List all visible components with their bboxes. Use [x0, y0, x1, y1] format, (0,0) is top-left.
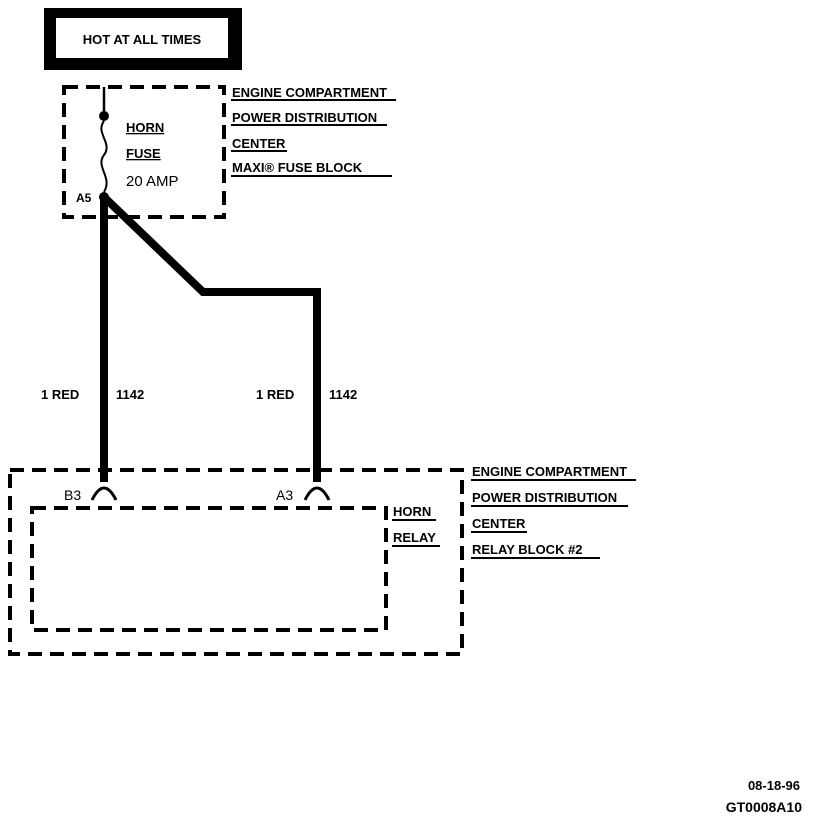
footer-date: 08-18-96	[748, 778, 800, 793]
fuse-name-line-1: HORN	[126, 120, 164, 135]
relay-block-title-line-4: RELAY BLOCK #2	[472, 542, 583, 557]
fuse-symbol	[99, 87, 109, 202]
relay-block-title: ENGINE COMPARTMENT POWER DISTRIBUTION CE…	[471, 464, 636, 559]
connector-b3	[90, 486, 118, 501]
fuse-block-title-line-4: MAXI® FUSE BLOCK	[232, 160, 363, 175]
terminal-b3-label: B3	[64, 487, 81, 503]
power-source-label: HOT AT ALL TIMES	[83, 32, 202, 47]
fuse-name-line-2: FUSE	[126, 146, 161, 161]
power-source-label-box: HOT AT ALL TIMES	[44, 8, 242, 70]
relay-block-outline	[8, 468, 464, 656]
connector-a3	[303, 486, 331, 501]
fuse-terminal-label: A5	[76, 191, 92, 205]
footer-figure-id: GT0008A10	[726, 799, 802, 815]
relay-block-title-line-1: ENGINE COMPARTMENT	[472, 464, 627, 479]
fuse-terminal-dot	[99, 111, 109, 121]
fuse-block-outline	[62, 85, 226, 219]
terminal-a3-label: A3	[276, 487, 293, 503]
wire-right-circuit: 1142	[329, 387, 357, 402]
fuse-block-title-line-2: POWER DISTRIBUTION	[232, 110, 377, 125]
fuse-block-title: ENGINE COMPARTMENT POWER DISTRIBUTION CE…	[231, 85, 396, 177]
fuse-rating: 20 AMP	[126, 173, 179, 190]
relay-block-title-line-2: POWER DISTRIBUTION	[472, 490, 617, 505]
wire-right-gauge-color: 1 RED	[256, 387, 294, 402]
relay-block-title-line-3: CENTER	[472, 516, 526, 531]
fuse-block-title-line-3: CENTER	[232, 136, 286, 151]
fuse-block-title-line-1: ENGINE COMPARTMENT	[232, 85, 387, 100]
wire-left-circuit: 1142	[116, 387, 144, 402]
relay-name-line-1: HORN	[393, 504, 431, 519]
wire-1142-right	[101, 194, 321, 482]
wire-left-gauge-color: 1 RED	[41, 387, 79, 402]
relay-name-line-2: RELAY	[393, 530, 436, 545]
horn-relay-outline	[30, 506, 388, 632]
